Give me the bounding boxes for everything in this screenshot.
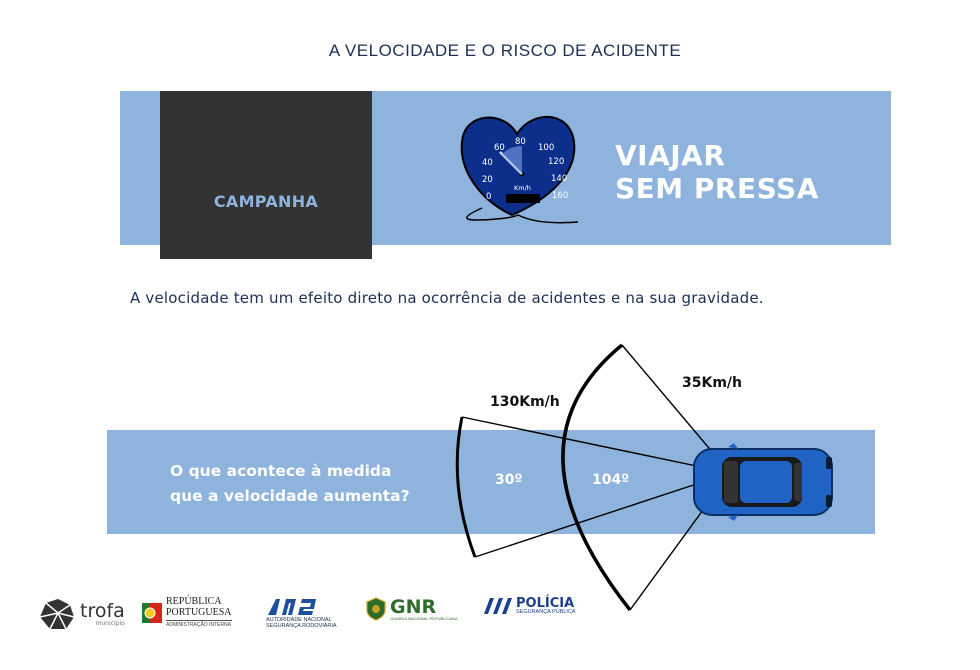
intro-text: A velocidade tem um efeito direto na oco…: [130, 289, 764, 307]
psp-sub: SEGURANÇA PÚBLICA: [516, 609, 576, 615]
campaign-video-panel[interactable]: [160, 91, 372, 259]
high-speed-label: 130Km/h: [490, 394, 560, 410]
question-text: O que acontece à medida que a velocidade…: [170, 459, 410, 509]
campaign-slogan: VIAJAR SEM PRESSA: [615, 139, 819, 205]
low-speed-label: 35Km/h: [682, 375, 742, 391]
gauge-tick-160: 160: [552, 191, 568, 201]
slogan-line-1: VIAJAR: [615, 139, 726, 172]
gauge-tick-120: 120: [548, 157, 564, 167]
gauge-tick-20: 20: [482, 175, 493, 185]
gauge-tick-140: 140: [551, 174, 567, 184]
trofa-emblem-icon: [39, 599, 75, 630]
question-line-1: O que acontece à medida: [170, 462, 392, 480]
gnr-name: GNR: [390, 595, 437, 618]
republica-line-1: REPÚBLICA: [166, 596, 222, 607]
car-top-view-icon: [693, 443, 833, 521]
ansr-mark-icon: [268, 599, 316, 615]
psp-stripes-icon: [484, 598, 512, 615]
republica-portuguesa-logo: REPÚBLICA PORTUGUESA ADMINISTRAÇÃO INTER…: [141, 596, 232, 628]
narrow-cone-lower-edge: [474, 472, 731, 558]
narrow-cone-upper-edge: [461, 416, 731, 474]
slogan-line-2: SEM PRESSA: [615, 172, 819, 205]
gauge-tick-80: 80: [515, 137, 526, 147]
psp-logo: POLÍCIA SEGURANÇA PÚBLICA: [482, 597, 576, 616]
ansr-line-1: AUTORIDADE NACIONAL: [266, 617, 332, 623]
narrow-angle-label: 30º: [495, 472, 523, 488]
gnr-sub: GUARDA NACIONAL REPUBLICANA: [390, 615, 458, 621]
question-line-2: que a velocidade aumenta?: [170, 487, 410, 505]
heart-speedometer-icon: 0 20 40 60 80 100 120 140 160 Km/h: [460, 116, 579, 224]
wide-angle-label: 104º: [592, 472, 630, 488]
trofa-sub: município: [95, 619, 125, 627]
gnr-logo: GNR GUARDA NACIONAL REPUBLICANA: [365, 597, 458, 621]
wide-cone-arc: [561, 343, 632, 612]
portugal-flag-icon: [142, 602, 162, 623]
gauge-tick-40: 40: [482, 158, 493, 168]
gauge-unit: Km/h: [514, 184, 531, 192]
ansr-logo: AUTORIDADE NACIONAL SEGURANÇA RODOVIÁRIA: [266, 597, 337, 629]
trofa-name: trofa: [80, 599, 125, 622]
narrow-cone-arc: [455, 416, 477, 558]
ansr-line-2: SEGURANÇA RODOVIÁRIA: [266, 623, 337, 629]
psp-name: POLÍCIA: [516, 596, 575, 611]
republica-sub: ADMINISTRAÇÃO INTERNA: [166, 622, 232, 628]
republica-line-2: PORTUGUESA: [166, 607, 232, 621]
trofa-logo: trofa município: [38, 597, 125, 631]
gauge-tick-100: 100: [538, 143, 554, 153]
page-title: A VELOCIDADE E O RISCO DE ACIDENTE: [328, 41, 682, 60]
gnr-crest-icon: [366, 597, 386, 621]
campaign-label: CAMPANHA: [213, 192, 319, 211]
gauge-tick-0: 0: [486, 192, 491, 202]
gauge-tick-60: 60: [494, 143, 505, 153]
